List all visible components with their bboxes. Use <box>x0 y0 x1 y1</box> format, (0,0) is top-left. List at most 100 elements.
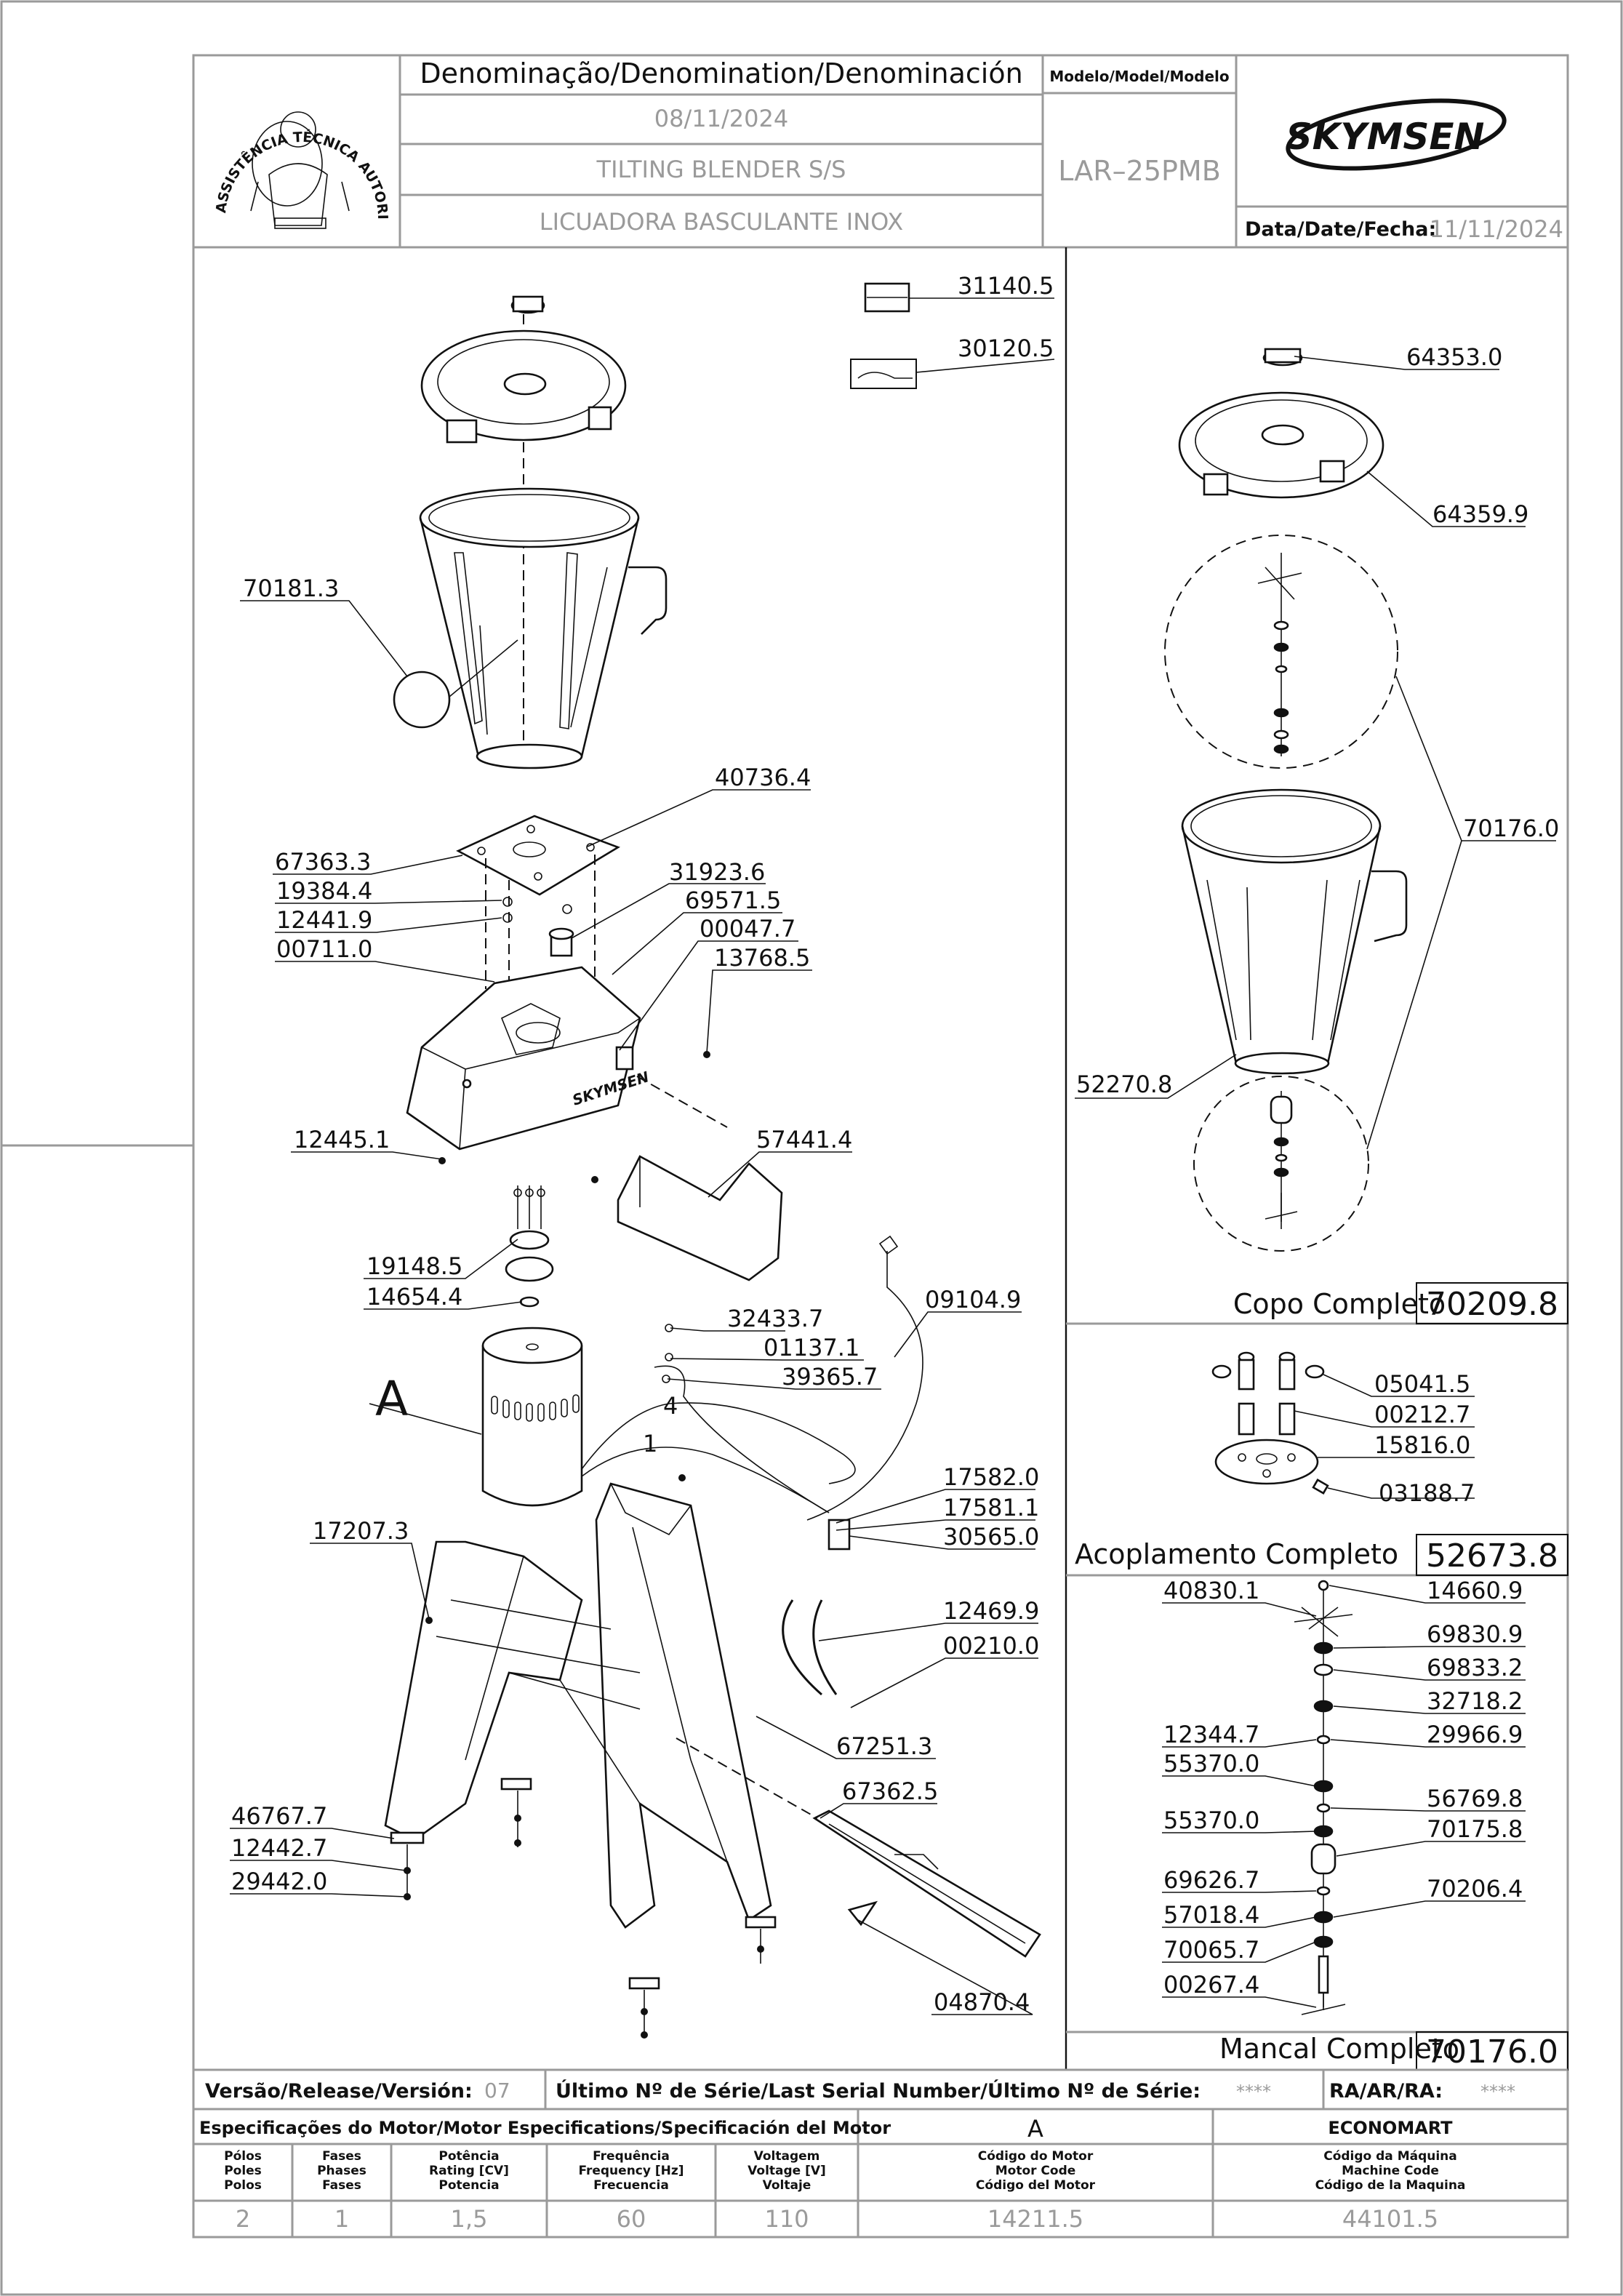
part-label: 12442.7 <box>231 1834 327 1862</box>
main-assembly-drawing: SKYMSEN 4 1 <box>230 272 1055 2039</box>
part-label: 17207.3 <box>313 1517 409 1545</box>
release-label: Versão/Release/Versión: <box>205 2080 473 2103</box>
spec-column-header: Polos <box>224 2178 262 2193</box>
spec-column-header: Machine Code <box>1342 2164 1439 2178</box>
wire-label-4: 4 <box>663 1392 678 1420</box>
spec-column-header: Código da Máquina <box>1323 2149 1457 2164</box>
part-label: 32718.2 <box>1427 1687 1523 1715</box>
part-label: 46767.7 <box>231 1802 327 1830</box>
part-label: 04870.4 <box>934 1988 1030 2016</box>
part-label: 32433.7 <box>727 1305 823 1332</box>
part-label: 70176.0 <box>1463 815 1559 842</box>
motor-brand: ECONOMART <box>1328 2118 1453 2138</box>
copo-code: 70209.8 <box>1426 1286 1558 1323</box>
svg-text:ASSISTÊNCIA TÉCNICA AUTORIZADA: ASSISTÊNCIA TÉCNICA AUTORIZADA <box>0 0 390 220</box>
main-part-labels: 31140.5 30120.5 70181.3 40736.4 67363.3 … <box>231 272 1054 2016</box>
part-label: 69626.7 <box>1163 1866 1259 1894</box>
spec-column-header: Motor Code <box>995 2164 1076 2178</box>
serial-value: **** <box>1236 2081 1271 2102</box>
part-label: 70206.4 <box>1427 1875 1523 1903</box>
issue-date: 08/11/2024 <box>654 105 788 132</box>
mancal-completo-panel: 40830.1 12344.7 55370.0 55370.0 69626.7 … <box>1162 1577 1568 2071</box>
spec-column-value: 60 <box>617 2205 646 2233</box>
part-label: 70175.8 <box>1427 1815 1523 1843</box>
spec-column-value: 2 <box>236 2205 250 2233</box>
acoplamento-code: 52673.8 <box>1426 1537 1558 1575</box>
part-label: 29966.9 <box>1427 1721 1523 1748</box>
part-label: 69830.9 <box>1427 1620 1523 1648</box>
part-label: 64353.0 <box>1406 343 1502 371</box>
part-label: 70181.3 <box>243 575 339 602</box>
part-label: 12441.9 <box>276 906 372 934</box>
model-label: Modelo/Model/Modelo <box>1049 68 1229 85</box>
part-label: 57018.4 <box>1163 1901 1259 1929</box>
part-label: 30565.0 <box>943 1523 1039 1551</box>
part-label: 31923.6 <box>669 858 765 886</box>
part-label: 00267.4 <box>1163 1971 1259 1999</box>
part-label: 12344.7 <box>1163 1721 1259 1748</box>
part-label: 15816.0 <box>1374 1431 1470 1459</box>
wire-label-1: 1 <box>643 1430 657 1457</box>
copo-title: Copo Completo <box>1233 1288 1446 1320</box>
spec-column-header: Voltagem <box>754 2149 820 2164</box>
spec-column-header: Voltaje <box>763 2178 812 2193</box>
denomination-label: Denominação/Denomination/Denominación <box>420 57 1022 89</box>
spec-column-header: Voltage [V] <box>748 2164 826 2178</box>
part-label: 69571.5 <box>685 887 781 914</box>
mancal-code: 70176.0 <box>1426 2033 1558 2071</box>
spec-column-header: Poles <box>224 2164 262 2178</box>
part-label: 69833.2 <box>1427 1654 1523 1681</box>
brand-name: SKYMSEN <box>1286 116 1485 158</box>
spec-column-value: 110 <box>764 2205 809 2233</box>
part-label: 14654.4 <box>366 1283 462 1311</box>
title-block: ASSISTÊNCIA TÉCNICA AUTORIZADA Denominaç… <box>0 0 1568 249</box>
spec-column-header: Frecuencia <box>593 2178 669 2193</box>
part-label: 67363.3 <box>275 848 371 876</box>
spec-column-header: Phases <box>317 2164 366 2178</box>
date-label: Data/Date/Fecha: <box>1245 218 1436 241</box>
part-label: 05041.5 <box>1374 1370 1470 1398</box>
part-label: 00212.7 <box>1374 1401 1470 1428</box>
part-label: 39365.7 <box>782 1363 878 1391</box>
spec-table: Versão/Release/Versión: 07 Último Nº de … <box>193 2068 1568 2237</box>
part-label: 31140.5 <box>958 272 1054 300</box>
part-label: 14660.9 <box>1427 1577 1523 1604</box>
spec-column-header: Potência <box>438 2149 499 2164</box>
spec-column-header: Frequência <box>593 2149 670 2164</box>
authorized-service-seal: ASSISTÊNCIA TÉCNICA AUTORIZADA <box>0 0 390 229</box>
spec-column-header: Código de la Maquina <box>1315 2178 1466 2193</box>
part-label: 00210.0 <box>943 1632 1039 1660</box>
part-label: 01137.1 <box>764 1334 859 1361</box>
spec-column-value: 44101.5 <box>1342 2205 1438 2233</box>
spec-column-value: 1 <box>334 2205 349 2233</box>
part-label: 12469.9 <box>943 1597 1039 1625</box>
spec-column-header: Potencia <box>438 2178 499 2193</box>
part-label: 13768.5 <box>714 944 810 972</box>
skymsen-logo: SKYMSEN <box>1286 98 1507 171</box>
part-label: 57441.4 <box>756 1126 852 1153</box>
spec-column-value: 14211.5 <box>987 2205 1083 2233</box>
spec-column-header: Frequency [Hz] <box>578 2164 684 2178</box>
part-label: 12445.1 <box>294 1126 390 1153</box>
part-label: 70065.7 <box>1163 1936 1259 1964</box>
part-label: 55370.0 <box>1163 1750 1259 1777</box>
spec-column-header: Fases <box>322 2178 361 2193</box>
release-value: 07 <box>484 2079 510 2103</box>
spec-column-header: Código del Motor <box>976 2178 1096 2193</box>
part-label: 17582.0 <box>943 1463 1039 1491</box>
product-name-en: TILTING BLENDER S/S <box>596 156 846 183</box>
part-label: 55370.0 <box>1163 1807 1259 1834</box>
part-label: 67251.3 <box>836 1732 932 1760</box>
date-value: 11/11/2024 <box>1430 215 1563 243</box>
part-label: 19148.5 <box>366 1252 462 1280</box>
part-label: 03188.7 <box>1379 1479 1475 1507</box>
product-name-es: LICUADORA BASCULANTE INOX <box>540 208 903 236</box>
spec-column-header: Pólos <box>224 2149 262 2164</box>
part-label: 00047.7 <box>700 915 796 943</box>
spec-column-value: 1,5 <box>451 2205 488 2233</box>
spec-column-header: Rating [CV] <box>429 2164 509 2178</box>
part-label: 17581.1 <box>943 1494 1039 1521</box>
motor-spec-label: Especificações do Motor/Motor Especifica… <box>199 2118 891 2138</box>
